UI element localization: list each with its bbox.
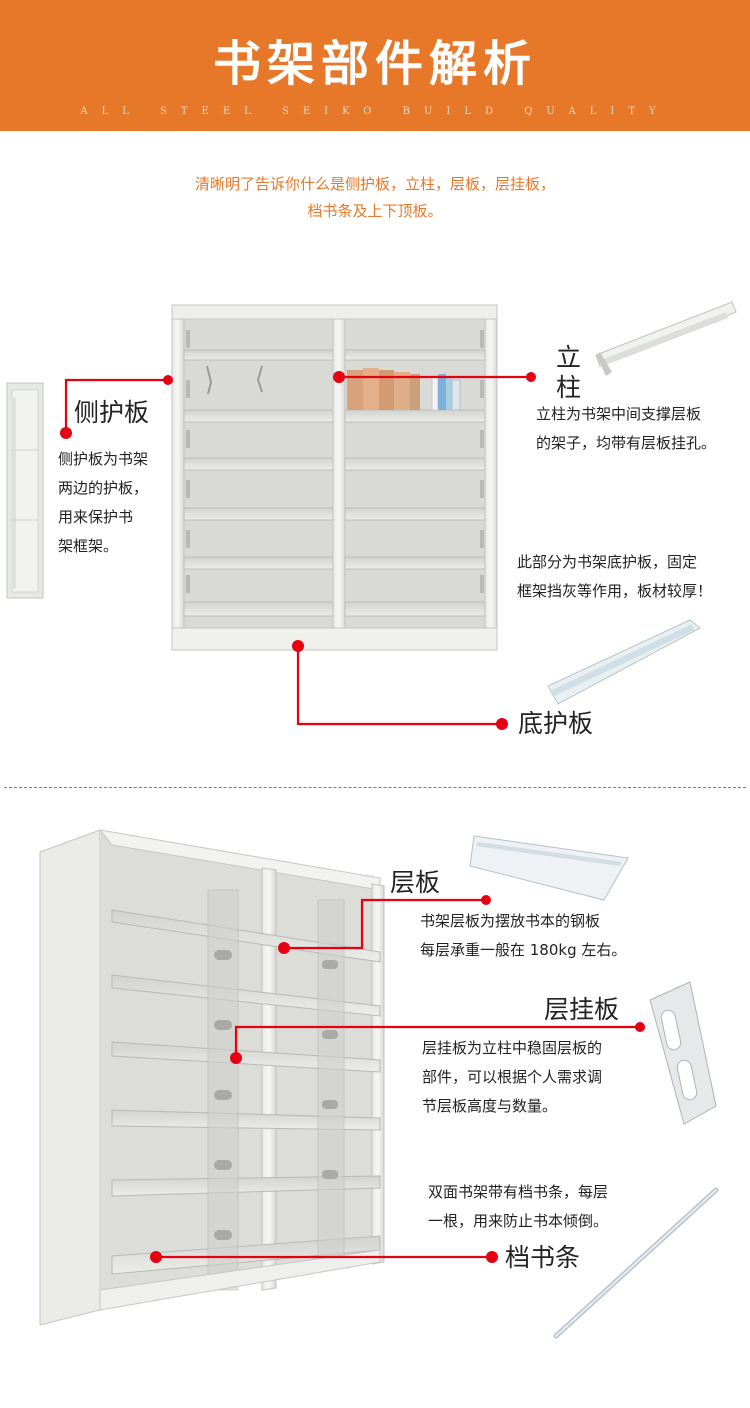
label-shelf-hanger: 层挂板 <box>544 995 620 1024</box>
page-subtitle: ALL STEEL SEIKO BUILD QUALITY <box>80 106 670 117</box>
shelf-hanger-part-image <box>649 981 717 1125</box>
books <box>347 368 461 411</box>
shelf-part-image <box>469 835 629 901</box>
label-column: 立 柱 <box>556 343 582 402</box>
header-banner: 书架部件解析 ALL STEEL SEIKO BUILD QUALITY <box>0 0 750 131</box>
side-panel-image <box>6 382 44 599</box>
callout-column <box>333 371 536 383</box>
column-part-image <box>595 301 737 376</box>
section-divider <box>4 787 746 788</box>
desc-shelf-hanger: 层挂板为立柱中稳固层板的 部件，可以根据个人需求调 节层板高度与数量。 <box>422 1039 603 1115</box>
bookshelf-perspective-image <box>39 829 385 1326</box>
intro-line-1: 清晰明了告诉你什么是侧护板，立柱，层板，层挂板， <box>194 175 555 193</box>
desc-column: 立柱为书架中间支撑层板 的架子，均带有层板挂孔。 <box>536 405 717 452</box>
intro-line-2: 档书条及上下顶板。 <box>307 202 443 220</box>
label-side-panel: 侧护板 <box>74 398 150 427</box>
label-bottom-panel: 底护板 <box>518 709 594 738</box>
desc-shelf: 书架层板为摆放书本的钢板 每层承重一般在 180kg 左右。 <box>420 912 627 959</box>
callout-shelf-hanger <box>230 1022 645 1064</box>
intro-text: 清晰明了告诉你什么是侧护板，立柱，层板，层挂板， 档书条及上下顶板。 <box>0 171 750 225</box>
book-rail-part-image <box>553 1187 719 1339</box>
desc-bottom-panel: 此部分为书架底护板，固定 框架挡灰等作用，板材较厚！ <box>517 553 713 600</box>
callout-side-panel <box>60 375 173 439</box>
desc-side-panel: 侧护板为书架 两边的护板， 用来保护书 架框架。 <box>58 450 149 555</box>
callout-shelf <box>278 895 491 954</box>
callout-book-rail <box>150 1251 498 1263</box>
label-shelf: 层板 <box>390 868 441 897</box>
label-book-rail: 档书条 <box>505 1243 581 1272</box>
callout-bottom-panel <box>292 640 508 730</box>
page-title: 书架部件解析 <box>212 36 537 92</box>
bottom-panel-part-image <box>547 619 701 705</box>
desc-book-rail: 双面书架带有档书条，每层 一根，用来防止书本倾倒。 <box>428 1183 609 1230</box>
bookshelf-front-image <box>171 304 498 651</box>
